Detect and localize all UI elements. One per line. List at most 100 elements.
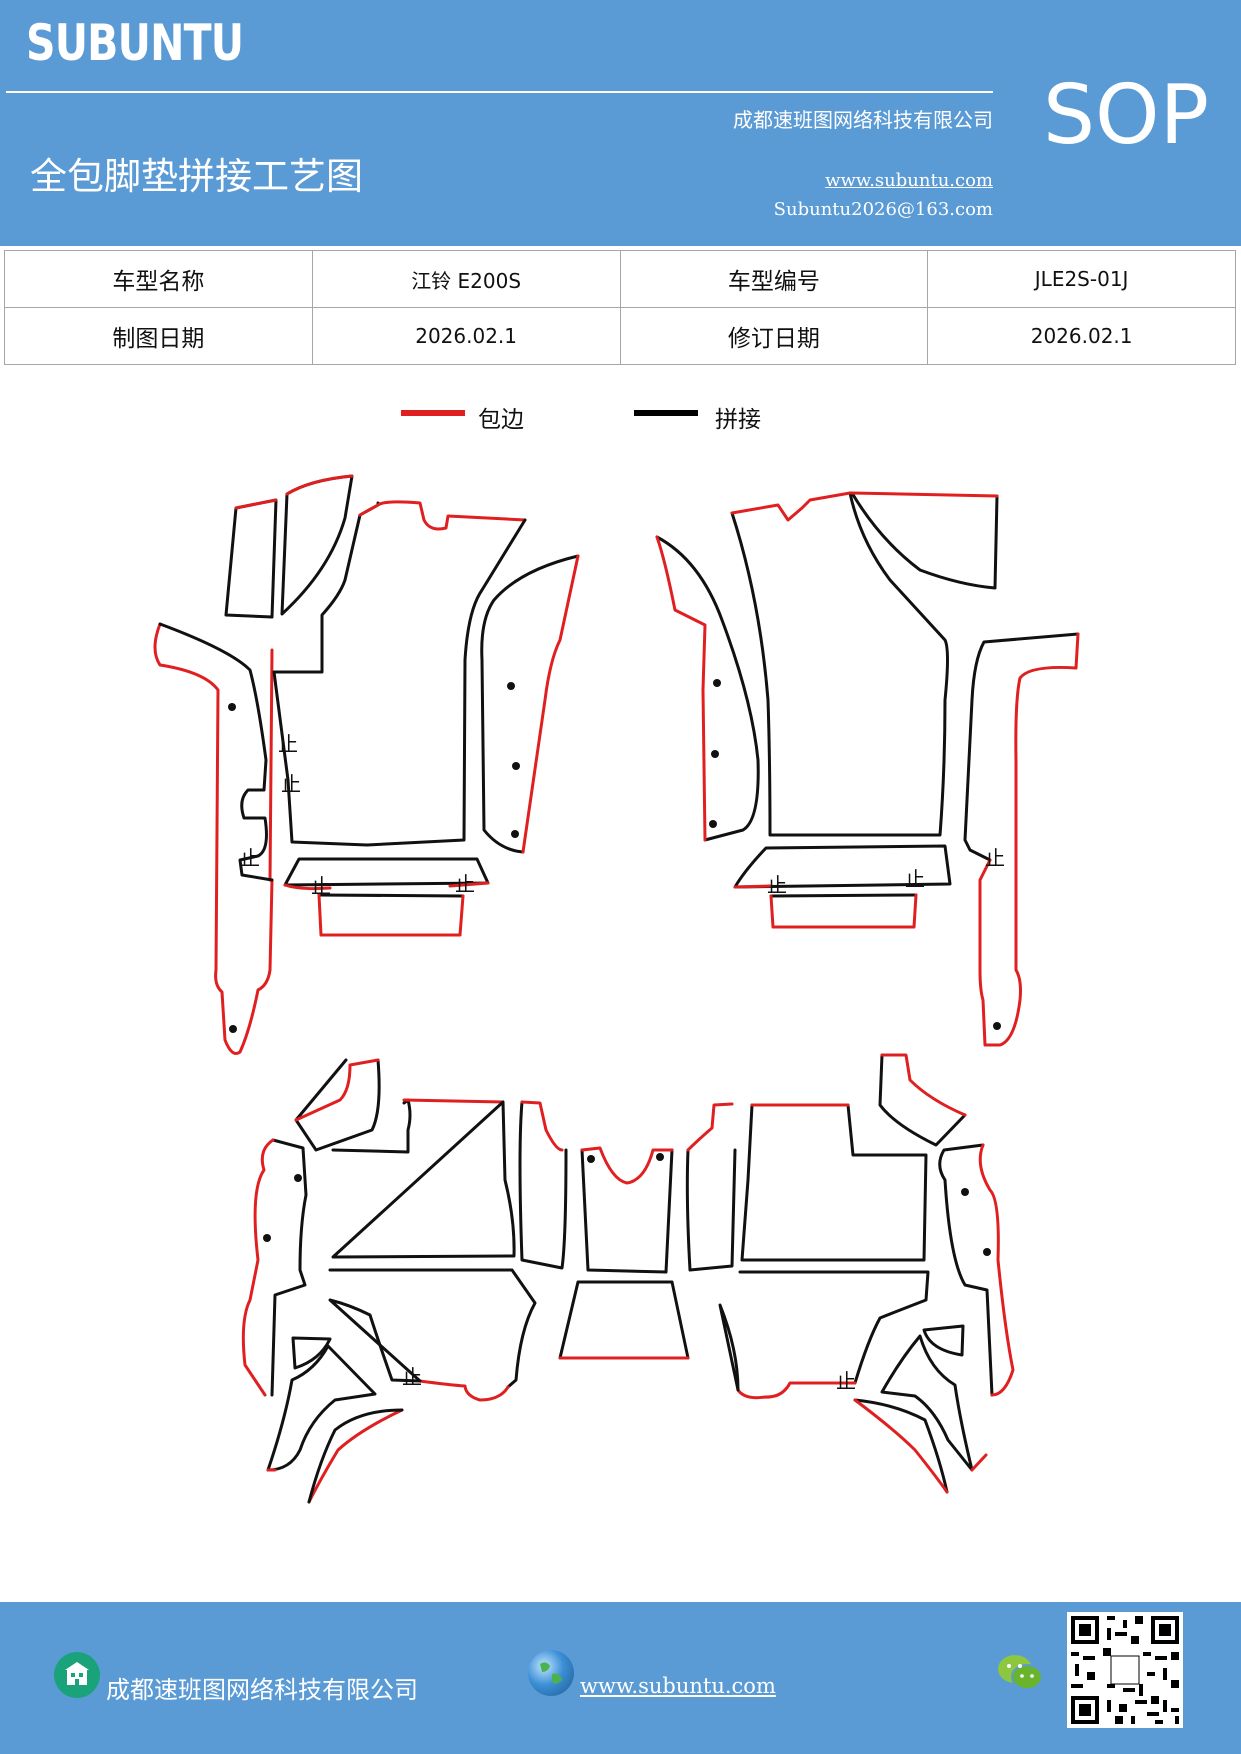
mat-piece	[272, 518, 527, 847]
mat-piece	[241, 1138, 275, 1397]
mat-piece	[769, 893, 918, 898]
mat-piece	[655, 535, 760, 842]
draw-date-label: 制图日期	[4, 307, 313, 365]
model-code-value: JLE2S-01J	[927, 250, 1236, 308]
mat-piece	[938, 1143, 994, 1397]
front-right-mats	[655, 491, 1080, 1047]
table-row: 制图日期 2026.02.1 修订日期 2026.02.1	[4, 307, 1236, 365]
mat-piece	[520, 1100, 564, 1152]
brand-logo: SUBUNTU	[26, 14, 244, 72]
mat-piece	[558, 1280, 690, 1360]
mat-piece	[580, 1146, 674, 1185]
mat-piece	[718, 1303, 740, 1392]
header-email: Subuntu2026@163.com	[773, 199, 993, 220]
mat-piece	[402, 1098, 505, 1104]
mat-piece	[850, 491, 999, 498]
mat-piece	[880, 1053, 967, 1117]
mat-piece	[328, 1268, 537, 1389]
draw-date-value: 2026.02.1	[311, 307, 621, 365]
header-divider	[6, 91, 993, 93]
seam-stop-mark: 止	[311, 874, 331, 898]
mat-piece	[272, 501, 380, 674]
floor-mat-diagram: 止 止 止 止 止 止 止 止 止 止	[153, 474, 1080, 1504]
footer-company: 成都速班图网络科技有限公司	[106, 1676, 418, 1704]
globe-icon	[528, 1650, 574, 1696]
mat-piece	[655, 535, 707, 842]
mat-piece	[686, 1102, 734, 1152]
seam-stop-mark: 止	[240, 846, 260, 870]
seam-stop-marks: 止 止 止 止 止 止 止 止 止 止	[240, 732, 1005, 1393]
legend-seam-swatch	[634, 410, 698, 416]
mat-piece	[922, 1324, 965, 1357]
mat-piece	[418, 1379, 510, 1402]
rear-center-mats	[558, 1146, 690, 1360]
revise-date-label: 修订日期	[619, 307, 929, 365]
mat-piece	[158, 622, 274, 882]
fastener-dots	[228, 679, 1001, 1256]
table-row: 车型名称 江铃 E200S 车型编号 JLE2S-01J	[4, 250, 1236, 308]
model-name-label: 车型名称	[4, 250, 313, 308]
mat-piece	[730, 491, 949, 837]
mat-piece	[317, 893, 465, 898]
mat-piece	[736, 1381, 857, 1400]
mat-piece	[480, 554, 580, 854]
sop-badge: SOP	[1043, 68, 1210, 163]
info-table: 车型名称 江铃 E200S 车型编号 JLE2S-01J 制图日期 2026.0…	[4, 250, 1236, 365]
mat-piece	[291, 1336, 332, 1370]
legend-edge-label: 包边	[478, 407, 524, 433]
mat-piece	[331, 1098, 412, 1154]
front-left-mats	[153, 474, 580, 1055]
mat-piece	[685, 1148, 737, 1272]
mat-piece	[283, 881, 490, 891]
mat-piece	[518, 1100, 568, 1270]
header-website-link[interactable]: www.subuntu.com	[825, 170, 993, 191]
mat-piece	[266, 1344, 377, 1472]
mat-piece	[738, 1270, 930, 1385]
legend-seam-label: 拼接	[715, 407, 761, 433]
mat-piece	[733, 844, 952, 889]
mat-piece	[963, 632, 1080, 862]
seam-stop-mark: 止	[836, 1369, 856, 1393]
footer: 成都速班图网络科技有限公司 www.subuntu.com	[0, 1602, 1241, 1754]
mat-piece	[280, 474, 354, 616]
wechat-icon	[996, 1652, 1044, 1694]
mat-piece	[769, 893, 918, 929]
header-company: 成都速班图网络科技有限公司	[733, 108, 993, 132]
mat-piece	[331, 1100, 516, 1259]
mat-piece	[970, 1453, 988, 1472]
mat-piece	[294, 1058, 381, 1152]
seam-stop-mark: 止	[278, 732, 298, 756]
header-banner: SUBUNTU 成都速班图网络科技有限公司 全包脚垫拼接工艺图 www.subu…	[0, 0, 1241, 246]
mat-piece	[978, 632, 1080, 1047]
seam-stop-mark: 止	[402, 1365, 422, 1389]
rear-right-mats	[685, 1053, 1015, 1494]
mat-piece	[580, 1148, 674, 1274]
mat-piece	[730, 491, 852, 522]
seam-stop-mark: 止	[281, 772, 301, 796]
seam-stop-mark: 止	[985, 846, 1005, 870]
mat-piece	[266, 1408, 404, 1504]
model-code-label: 车型编号	[619, 250, 929, 308]
legend: 包边 拼接	[0, 400, 1241, 440]
qr-code	[1067, 1612, 1183, 1728]
footer-website-link[interactable]: www.subuntu.com	[580, 1674, 776, 1698]
mat-piece	[740, 1103, 928, 1262]
mat-piece	[878, 1053, 967, 1147]
mat-piece	[978, 1143, 1015, 1397]
building-icon	[54, 1652, 100, 1698]
mat-piece	[853, 1398, 949, 1494]
mat-piece	[853, 1398, 949, 1494]
seam-stop-mark: 止	[767, 873, 787, 897]
mat-piece	[294, 1058, 380, 1122]
page-title: 全包脚垫拼接工艺图	[30, 155, 363, 198]
mat-piece	[850, 491, 999, 590]
mat-piece	[270, 1138, 308, 1397]
seam-stop-mark: 止	[455, 872, 475, 896]
mat-piece	[234, 498, 278, 510]
mat-piece	[733, 884, 772, 889]
model-name-value: 江铃 E200S	[311, 250, 621, 308]
rear-left-mats	[241, 1058, 568, 1504]
mat-piece	[317, 893, 465, 937]
legend-edge-swatch	[401, 410, 465, 416]
mat-piece	[328, 1298, 422, 1383]
